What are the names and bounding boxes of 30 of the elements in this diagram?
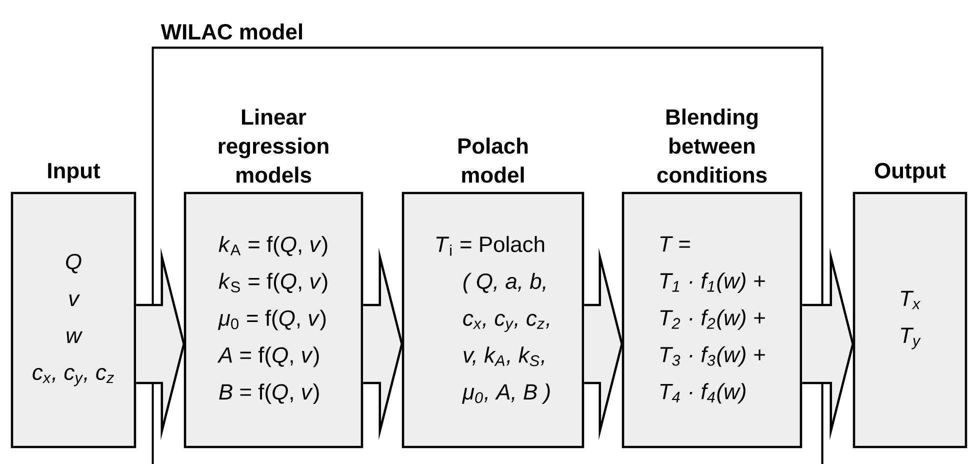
frame-heading: WILAC model <box>160 23 302 40</box>
box-heading: Output <box>874 162 946 183</box>
formula-text: T$_{i}$ = Polach ( Q, a, b, c$_{x}$, c$_{y}$, c$_{z}$, v, k$_{A}$, k$_{S}$, μ$_{0}$, A, B ) <box>436 236 550 404</box>
node-label: μ$_{0}$ = f(Q, v) <box>218 310 326 330</box>
node-label: w <box>66 331 83 343</box>
box-heading: Blending between conditions <box>657 108 767 183</box>
node-label: A = f(Q, v) <box>217 346 319 368</box>
box-heading: Input <box>48 163 100 183</box>
node-label: ( Q, a, b, <box>464 272 546 294</box>
node-label: T = <box>660 236 690 252</box>
node-label: k$_{A}$ = f(Q, v) <box>218 236 328 256</box>
node-label: B = f(Q, v) <box>219 384 319 404</box>
node-label: v <box>69 294 80 306</box>
node-label: T$_{4}$ · f$_{4}$(w) <box>660 383 746 404</box>
node-label: c$_{x}$, c$_{y}$, c$_{z}$ <box>32 368 114 386</box>
box-heading: Linear regression models <box>218 108 328 183</box>
node-label: T$_{1}$ · f$_{1}$(w) + <box>660 272 765 293</box>
node-label: T$_{i}$ = Polach <box>436 236 544 256</box>
box-heading: Polach model <box>458 138 528 183</box>
node-label: Q <box>66 254 82 274</box>
node-label: c$_{x}$, c$_{y}$, c$_{z}$, <box>463 314 550 332</box>
node-label: k$_{S}$ = f(Q, v) <box>218 272 328 294</box>
node-label: v, k$_{A}$, k$_{S}$, <box>464 346 544 366</box>
node-label: μ$_{0}$, A, B ) <box>462 384 550 404</box>
formula-text: Q v w c$_{x}$, c$_{y}$, c$_{z}$ <box>32 254 114 386</box>
formula-text: k$_{A}$ = f(Q, v) k$_{S}$ = f(Q, v) μ$_{0}$ = f(Q, v) A = f(Q, v) B = f(Q, v) <box>217 236 328 404</box>
formula-text: T = T$_{1}$ · f$_{1}$(w) + T$_{2}$ · f$_{2}$(w) + T$_{3}$ · f$_{3}$(w) + T$_{4}$ · f$_{4}$(w) <box>660 236 765 404</box>
node-label: T$_{2}$ · f$_{2}$(w) + <box>660 309 765 330</box>
node-label: T$_{3}$ · f$_{3}$(w) + <box>660 346 765 367</box>
formula-text: T$_{x}$ T$_{y}$ <box>901 290 921 350</box>
